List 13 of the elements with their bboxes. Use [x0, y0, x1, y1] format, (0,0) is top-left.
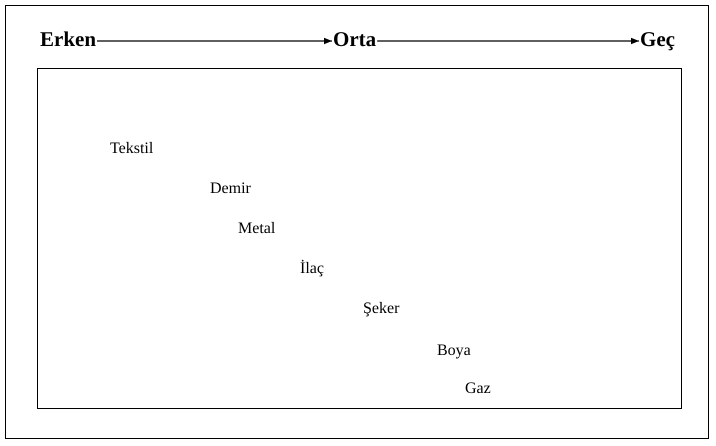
content-box: [37, 68, 682, 409]
arrow: [97, 38, 332, 44]
industry-label: Demir: [210, 179, 251, 199]
industry-label: İlaç: [300, 259, 324, 279]
industry-label: Metal: [238, 219, 276, 239]
industry-label: Şeker: [363, 299, 400, 319]
stage-label: Geç: [640, 26, 675, 52]
industry-label: Tekstil: [110, 139, 154, 159]
stage-label: Erken: [40, 26, 96, 52]
industry-label: Boya: [437, 341, 471, 361]
arrow: [377, 38, 639, 44]
industry-label: Gaz: [465, 379, 491, 399]
stage-label: Orta: [333, 26, 376, 52]
